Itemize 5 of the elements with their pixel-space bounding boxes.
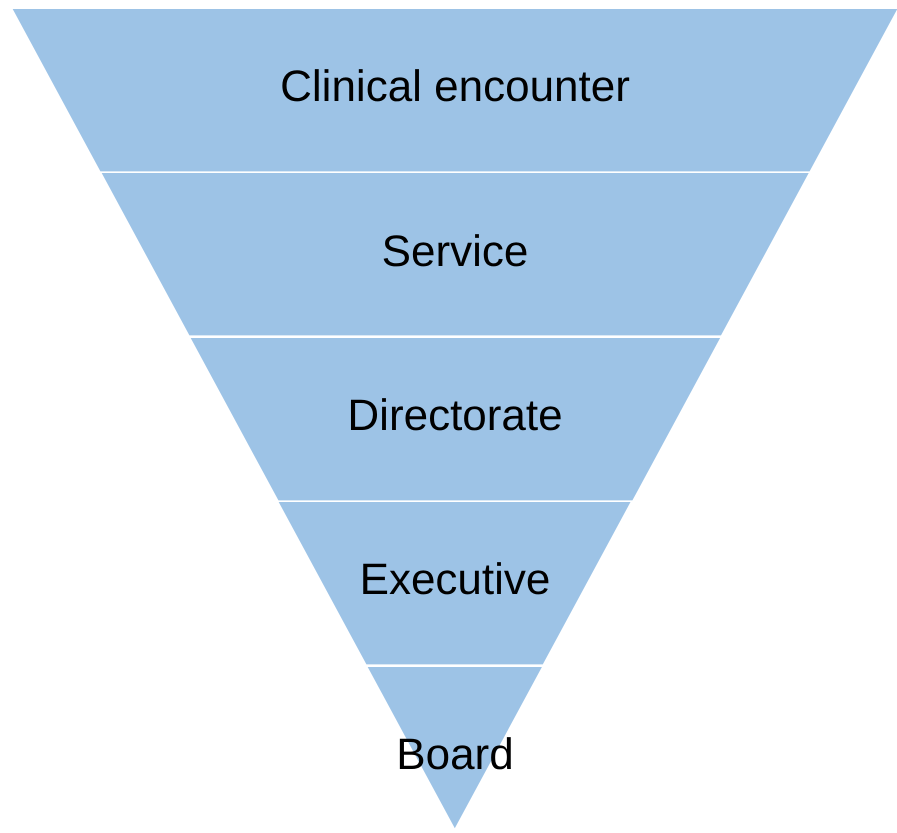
level-label: Service [380,226,530,277]
level-label: Executive [358,555,552,606]
level-label: Directorate [346,390,564,441]
level-label: Board [395,730,515,780]
level-label: Clinical encounter [279,62,631,112]
